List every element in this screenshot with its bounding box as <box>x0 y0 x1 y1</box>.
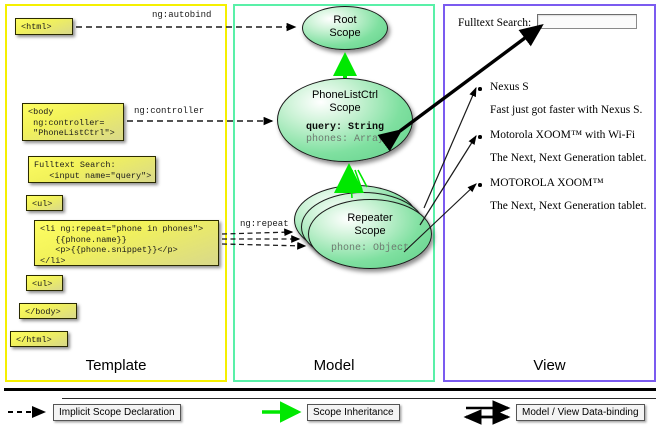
view-search-input[interactable] <box>537 14 637 29</box>
template-box-li-repeat: <li ng:repeat="phone in phones"> {{phone… <box>34 220 219 266</box>
scope-phonelistctrl-field-phones: phones: Array <box>305 134 384 145</box>
template-box-body-open: <body ng:controller= "PhoneListCtrl"> <box>22 103 124 141</box>
view-bullet-0 <box>478 87 482 91</box>
legend: Implicit Scope Declaration Scope Inherit… <box>0 390 660 435</box>
view-bullet-1 <box>478 135 482 139</box>
scope-root-line1: Root <box>333 14 357 26</box>
edge-label-ng-autobind: ng:autobind <box>152 10 212 20</box>
view-item-name-2: MOTOROLA XOOM™ <box>490 177 604 189</box>
panel-template: Template <box>5 4 227 382</box>
view-bullet-2 <box>478 183 482 187</box>
edge-label-ng-controller: ng:controller <box>134 106 205 116</box>
legend-divider-top <box>4 388 656 391</box>
scope-repeater: Repeater Scope phone: Object <box>308 199 432 269</box>
panel-model-title: Model <box>313 357 355 374</box>
scope-phonelistctrl-line2: Scope <box>329 102 361 114</box>
edge-label-ng-repeat: ng:repeat <box>240 219 289 229</box>
scope-phonelistctrl-line1: PhoneListCtrl <box>311 89 379 101</box>
template-box-html-open: <html> <box>15 18 73 35</box>
view-item-snippet-2: The Next, Next Generation tablet. <box>490 200 647 212</box>
view-item-name-1: Motorola XOOM™ with Wi-Fi <box>490 129 636 141</box>
legend-item-implicit-scope-declaration: Implicit Scope Declaration <box>53 404 181 421</box>
view-search-label: Fulltext Search: <box>458 17 532 29</box>
template-box-fulltext-search: Fulltext Search: <input name="query"> <box>28 156 156 183</box>
panel-view-title: View <box>533 357 566 374</box>
template-box-html-close: </html> <box>10 331 68 347</box>
scope-repeater-line1: Repeater <box>347 212 393 224</box>
panel-view: View <box>443 4 656 382</box>
scope-phonelistctrl-field-query: query: String <box>305 122 384 133</box>
view-item-name-0: Nexus S <box>490 81 529 93</box>
scope-root-line2: Scope <box>329 27 361 39</box>
view-item-snippet-1: The Next, Next Generation tablet. <box>490 152 647 164</box>
scope-repeater-field-phone: phone: Object <box>330 243 409 254</box>
template-box-ul-open: <ul> <box>26 195 63 211</box>
scope-root: Root Scope <box>302 6 388 50</box>
template-box-body-close: </body> <box>19 303 77 319</box>
legend-item-scope-inheritance: Scope Inheritance <box>307 404 400 421</box>
scope-repeater-line2: Scope <box>354 225 386 237</box>
scope-phonelistctrl: PhoneListCtrl Scope query: String phones… <box>277 78 413 162</box>
panel-template-title: Template <box>85 357 147 374</box>
template-box-ul-close: <ul> <box>26 275 63 291</box>
legend-item-model-view-data-binding: Model / View Data-binding <box>516 404 645 421</box>
view-item-snippet-0: Fast just got faster with Nexus S. <box>490 104 643 116</box>
legend-divider-sub <box>62 398 656 399</box>
